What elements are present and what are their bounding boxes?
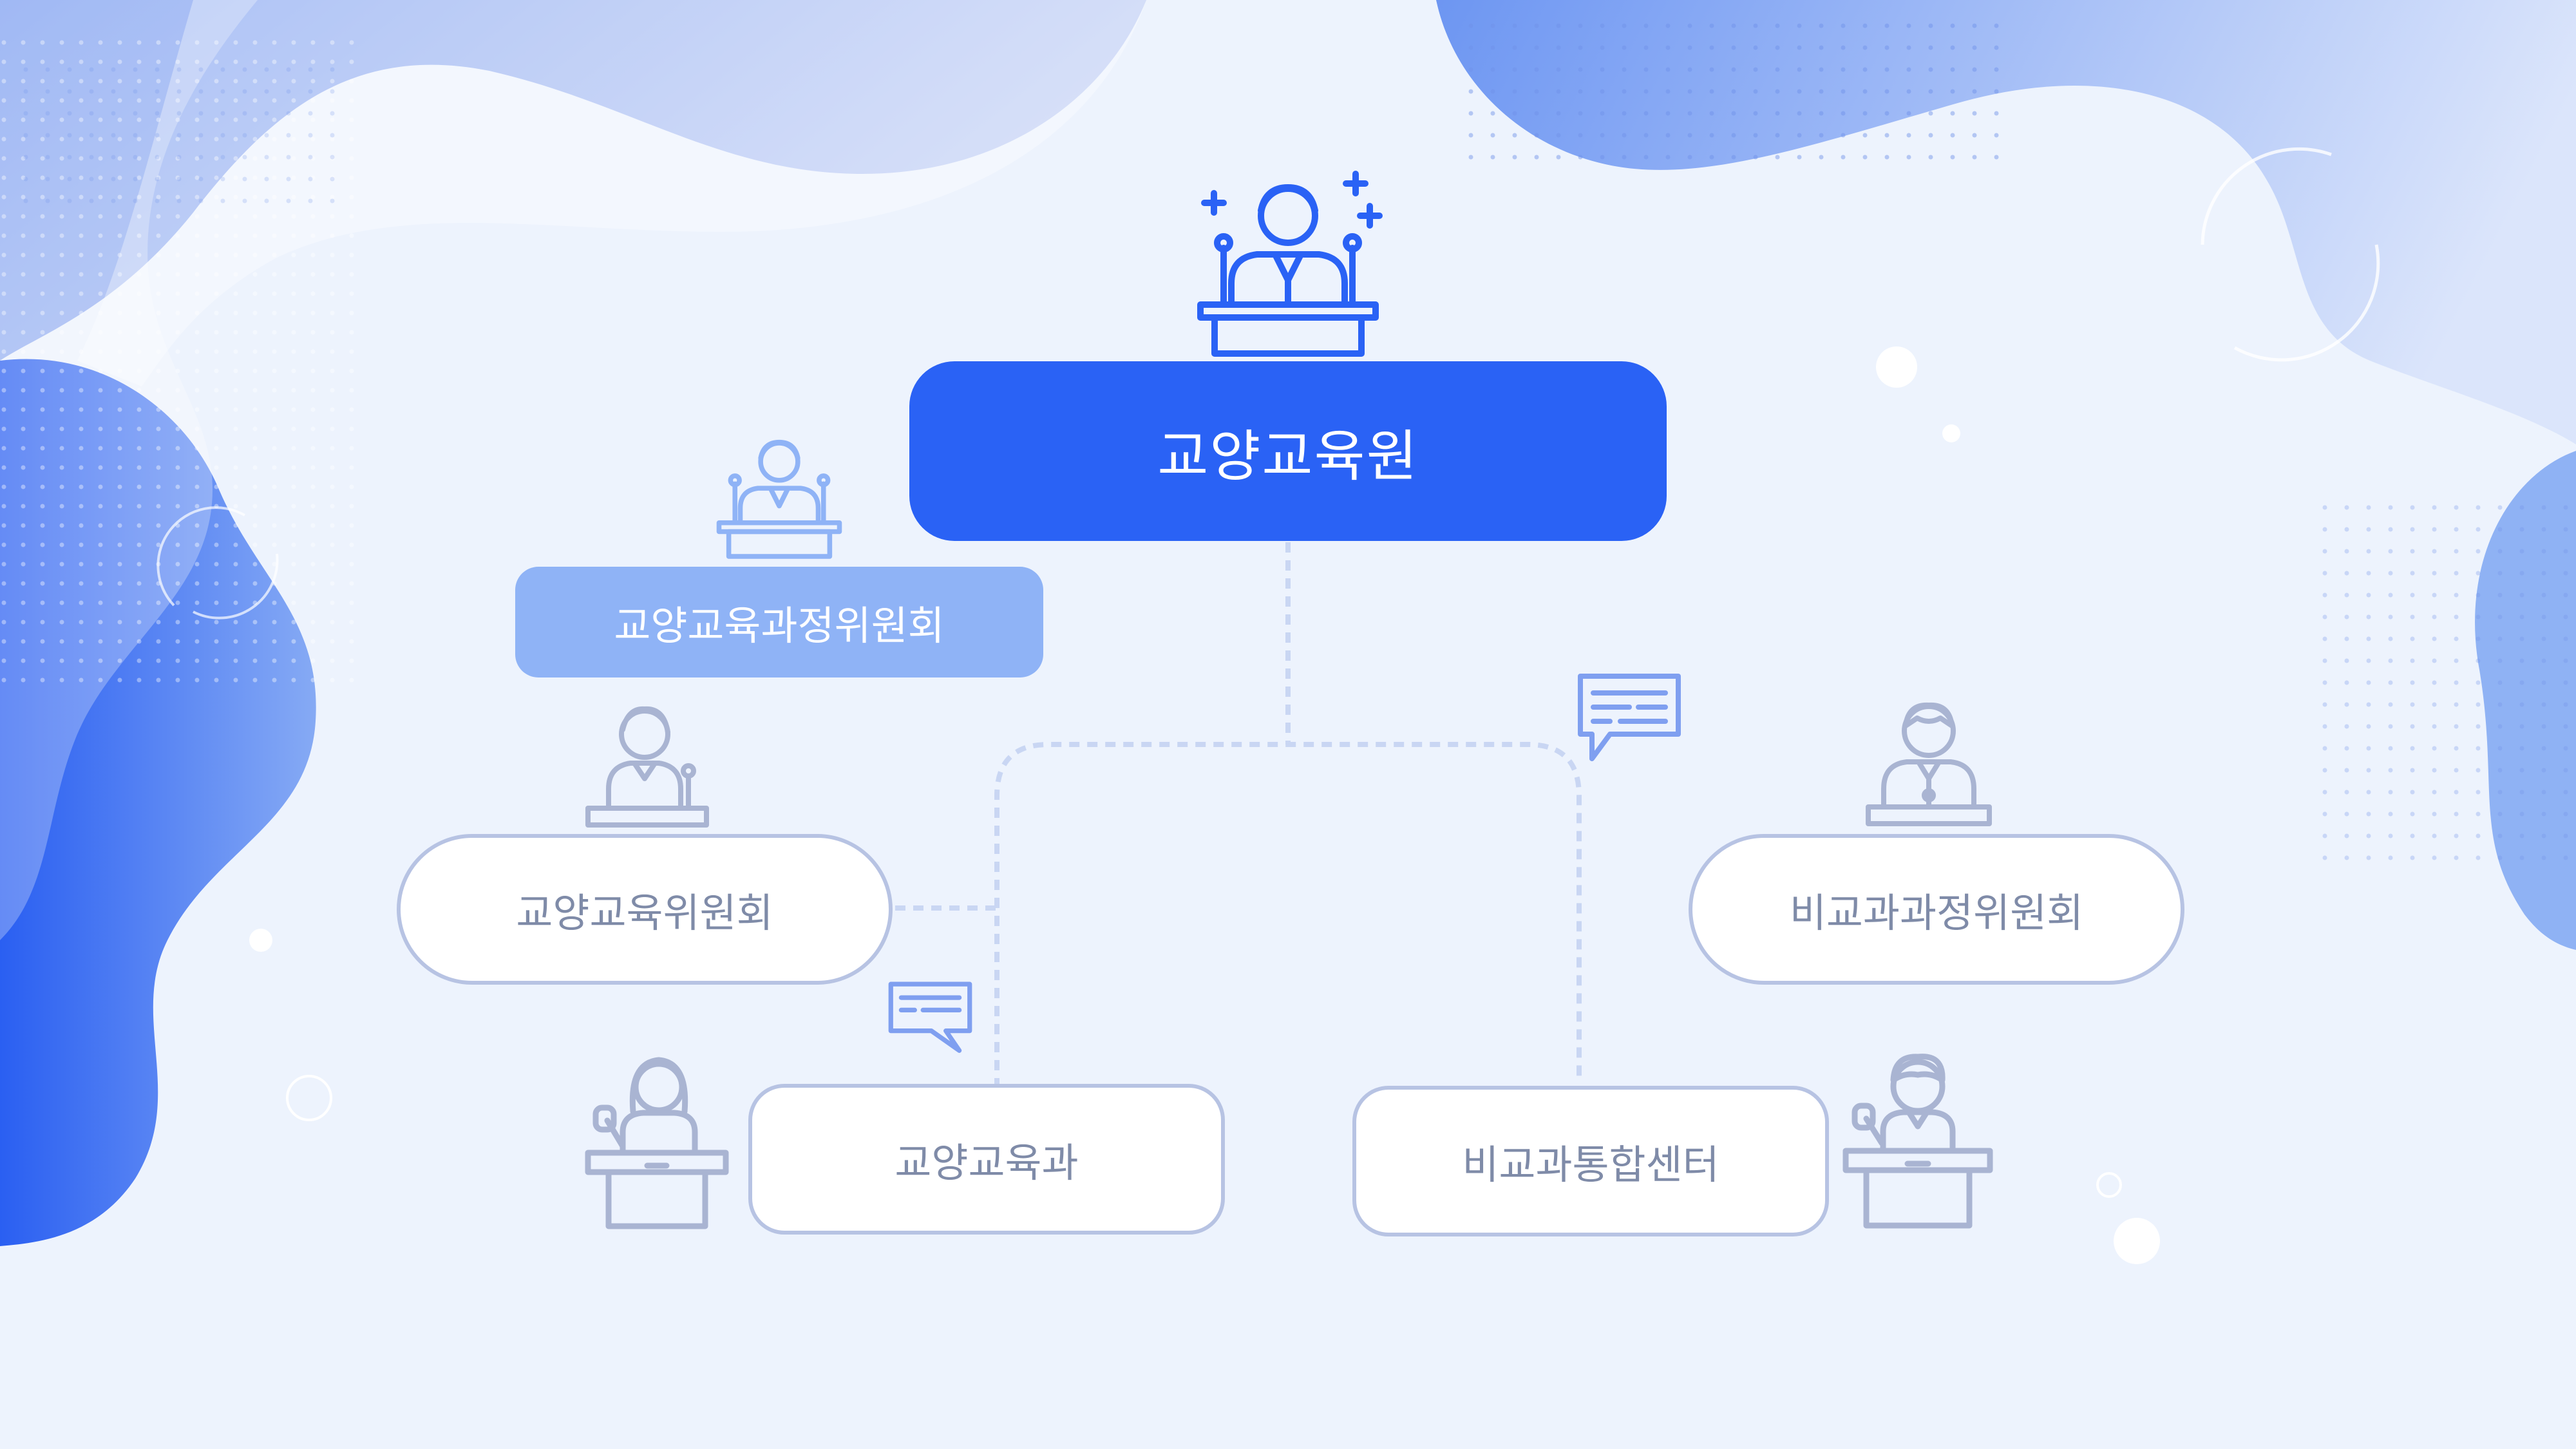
- man-at-podium-icon: [1842, 1054, 1993, 1229]
- sub-committee-label: 교양교육과정위원회: [614, 602, 945, 649]
- comparative-committee-box: 비교과과정위원회: [1689, 834, 2184, 985]
- liberal-committee-box: 교양교육위원회: [397, 834, 893, 985]
- comparative-center-label: 비교과통합센터: [1462, 1141, 1719, 1188]
- woman-at-podium-icon: [585, 706, 709, 828]
- speaker-at-podium-icon: [1197, 171, 1383, 357]
- comparative-center-box: 비교과통합센터: [1352, 1086, 1829, 1236]
- chat-bubble-icon: [888, 981, 972, 1053]
- liberal-department-box: 교양교육과: [748, 1084, 1225, 1235]
- org-root-label: 교양교육원: [1157, 424, 1419, 489]
- woman-at-podium-icon: [585, 1057, 729, 1229]
- liberal-committee-label: 교양교육위원회: [516, 889, 773, 936]
- org-root-box: 교양교육원: [909, 361, 1667, 541]
- sub-committee-box: 교양교육과정위원회: [515, 567, 1043, 677]
- speaker-at-podium-icon: [716, 439, 842, 559]
- man-at-podium-icon: [1866, 702, 1992, 826]
- comparative-committee-label: 비교과과정위원회: [1789, 889, 2084, 936]
- connector-lines: [895, 542, 1582, 1088]
- liberal-department-label: 교양교육과: [895, 1139, 1079, 1186]
- chat-bubble-icon: [1578, 674, 1681, 761]
